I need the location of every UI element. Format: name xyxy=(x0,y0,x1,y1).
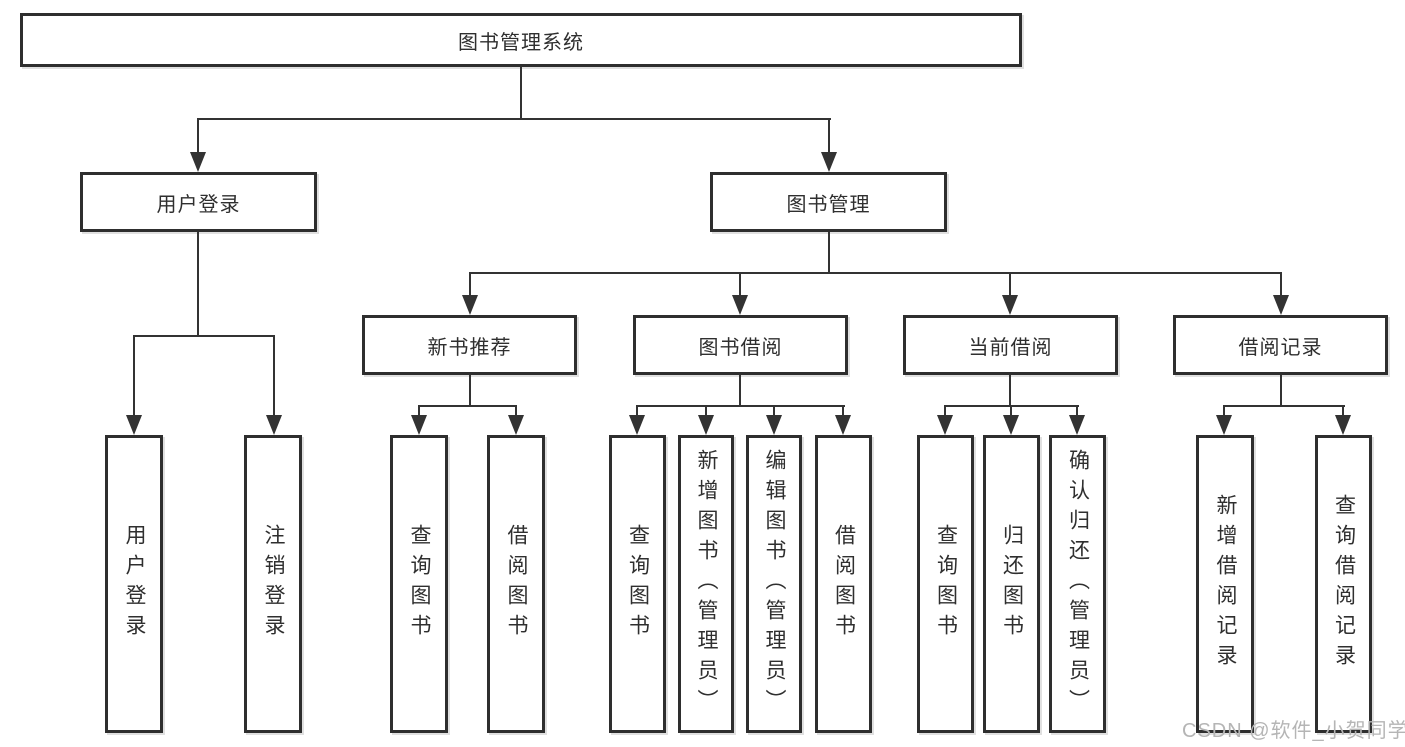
leaf-borrow-books-recommend: 借阅图书 xyxy=(487,435,545,733)
arrowhead-down-icon xyxy=(1335,415,1351,435)
arrowhead-down-icon xyxy=(821,152,837,172)
connector-drop xyxy=(636,405,638,419)
connector-stem xyxy=(469,375,471,407)
node-current-borrowing: 当前借阅 xyxy=(903,315,1118,375)
connector-drop xyxy=(197,118,199,156)
leaf-query-books-recommend: 查询图书 xyxy=(390,435,448,733)
leaf-add-books-admin: 新增图书（管理员） xyxy=(678,435,734,733)
connector-drop xyxy=(133,335,135,419)
leaf-label: 查询图书 xyxy=(934,524,958,644)
connector-stem xyxy=(1009,375,1011,407)
connector-drop xyxy=(828,118,830,156)
leaf-add-borrow-record: 新增借阅记录 xyxy=(1196,435,1254,733)
leaf-query-books-borrowing: 查询图书 xyxy=(609,435,666,733)
arrowhead-down-icon xyxy=(835,415,851,435)
leaf-label: 查询图书 xyxy=(408,524,431,644)
arrowhead-down-icon xyxy=(190,152,206,172)
leaf-query-books-current: 查询图书 xyxy=(917,435,974,733)
arrowhead-down-icon xyxy=(126,415,142,435)
leaf-user-login: 用户登录 xyxy=(105,435,163,733)
node-book-borrowing: 图书借阅 xyxy=(633,315,848,375)
leaf-label: 归还图书 xyxy=(1000,524,1024,644)
leaf-label: 新增图书（管理员） xyxy=(695,449,718,719)
connector-drop xyxy=(705,405,707,419)
connector-drop xyxy=(739,272,741,299)
node-book-management: 图书管理 xyxy=(710,172,947,232)
connector-rail xyxy=(636,405,845,407)
connector-rail xyxy=(1223,405,1345,407)
arrowhead-down-icon xyxy=(1069,415,1085,435)
connector-rail xyxy=(133,335,275,337)
arrowhead-down-icon xyxy=(411,415,427,435)
arrowhead-down-icon xyxy=(1003,415,1019,435)
leaf-edit-books-admin: 编辑图书（管理员） xyxy=(746,435,802,733)
connector-drop xyxy=(944,405,946,419)
leaf-label: 查询图书 xyxy=(626,524,650,644)
connector-drop xyxy=(418,405,420,419)
connector-drop xyxy=(1076,405,1078,419)
connector-drop xyxy=(515,405,517,419)
leaf-label: 编辑图书（管理员） xyxy=(763,449,786,719)
leaf-label: 新增借阅记录 xyxy=(1214,494,1237,674)
connector-stem xyxy=(828,232,830,274)
leaf-label: 借阅图书 xyxy=(832,524,856,644)
node-borrowing-records: 借阅记录 xyxy=(1173,315,1388,375)
node-new-book-recommendation: 新书推荐 xyxy=(362,315,577,375)
leaf-borrow-books: 借阅图书 xyxy=(815,435,872,733)
connector-drop xyxy=(469,272,471,299)
node-user-login: 用户登录 xyxy=(80,172,317,232)
connector-rail xyxy=(197,118,831,120)
leaf-logout: 注销登录 xyxy=(244,435,302,733)
connector-drop xyxy=(1010,405,1012,419)
connector-stem xyxy=(520,67,522,120)
connector-drop xyxy=(842,405,844,419)
arrowhead-down-icon xyxy=(1002,295,1018,315)
leaf-label: 用户登录 xyxy=(123,524,146,644)
connector-stem xyxy=(197,232,199,337)
connector-drop xyxy=(273,335,275,419)
arrowhead-down-icon xyxy=(1273,295,1289,315)
connector-drop xyxy=(1342,405,1344,419)
leaf-return-books: 归还图书 xyxy=(983,435,1040,733)
leaf-confirm-return-admin: 确认归还（管理员） xyxy=(1049,435,1106,733)
connector-rail xyxy=(418,405,517,407)
leaf-label: 查询借阅记录 xyxy=(1332,494,1356,674)
leaf-query-borrow-record: 查询借阅记录 xyxy=(1315,435,1372,733)
arrowhead-down-icon xyxy=(266,415,282,435)
connector-drop xyxy=(1009,272,1011,299)
connector-drop xyxy=(1280,272,1282,299)
arrowhead-down-icon xyxy=(1216,415,1232,435)
connector-rail xyxy=(469,272,1282,274)
node-library-management-system: 图书管理系统 xyxy=(20,13,1022,67)
connector-drop xyxy=(1223,405,1225,419)
arrowhead-down-icon xyxy=(766,415,782,435)
arrowhead-down-icon xyxy=(732,295,748,315)
arrowhead-down-icon xyxy=(508,415,524,435)
arrowhead-down-icon xyxy=(937,415,953,435)
connector-stem xyxy=(739,375,741,407)
arrowhead-down-icon xyxy=(698,415,714,435)
connector-drop xyxy=(773,405,775,419)
leaf-label: 注销登录 xyxy=(262,524,285,644)
connector-stem xyxy=(1280,375,1282,407)
leaf-label: 借阅图书 xyxy=(505,524,528,644)
arrowhead-down-icon xyxy=(629,415,645,435)
watermark: CSDN @软件_小贺同学 xyxy=(1182,720,1405,742)
leaf-label: 确认归还（管理员） xyxy=(1066,449,1090,719)
arrowhead-down-icon xyxy=(462,295,478,315)
